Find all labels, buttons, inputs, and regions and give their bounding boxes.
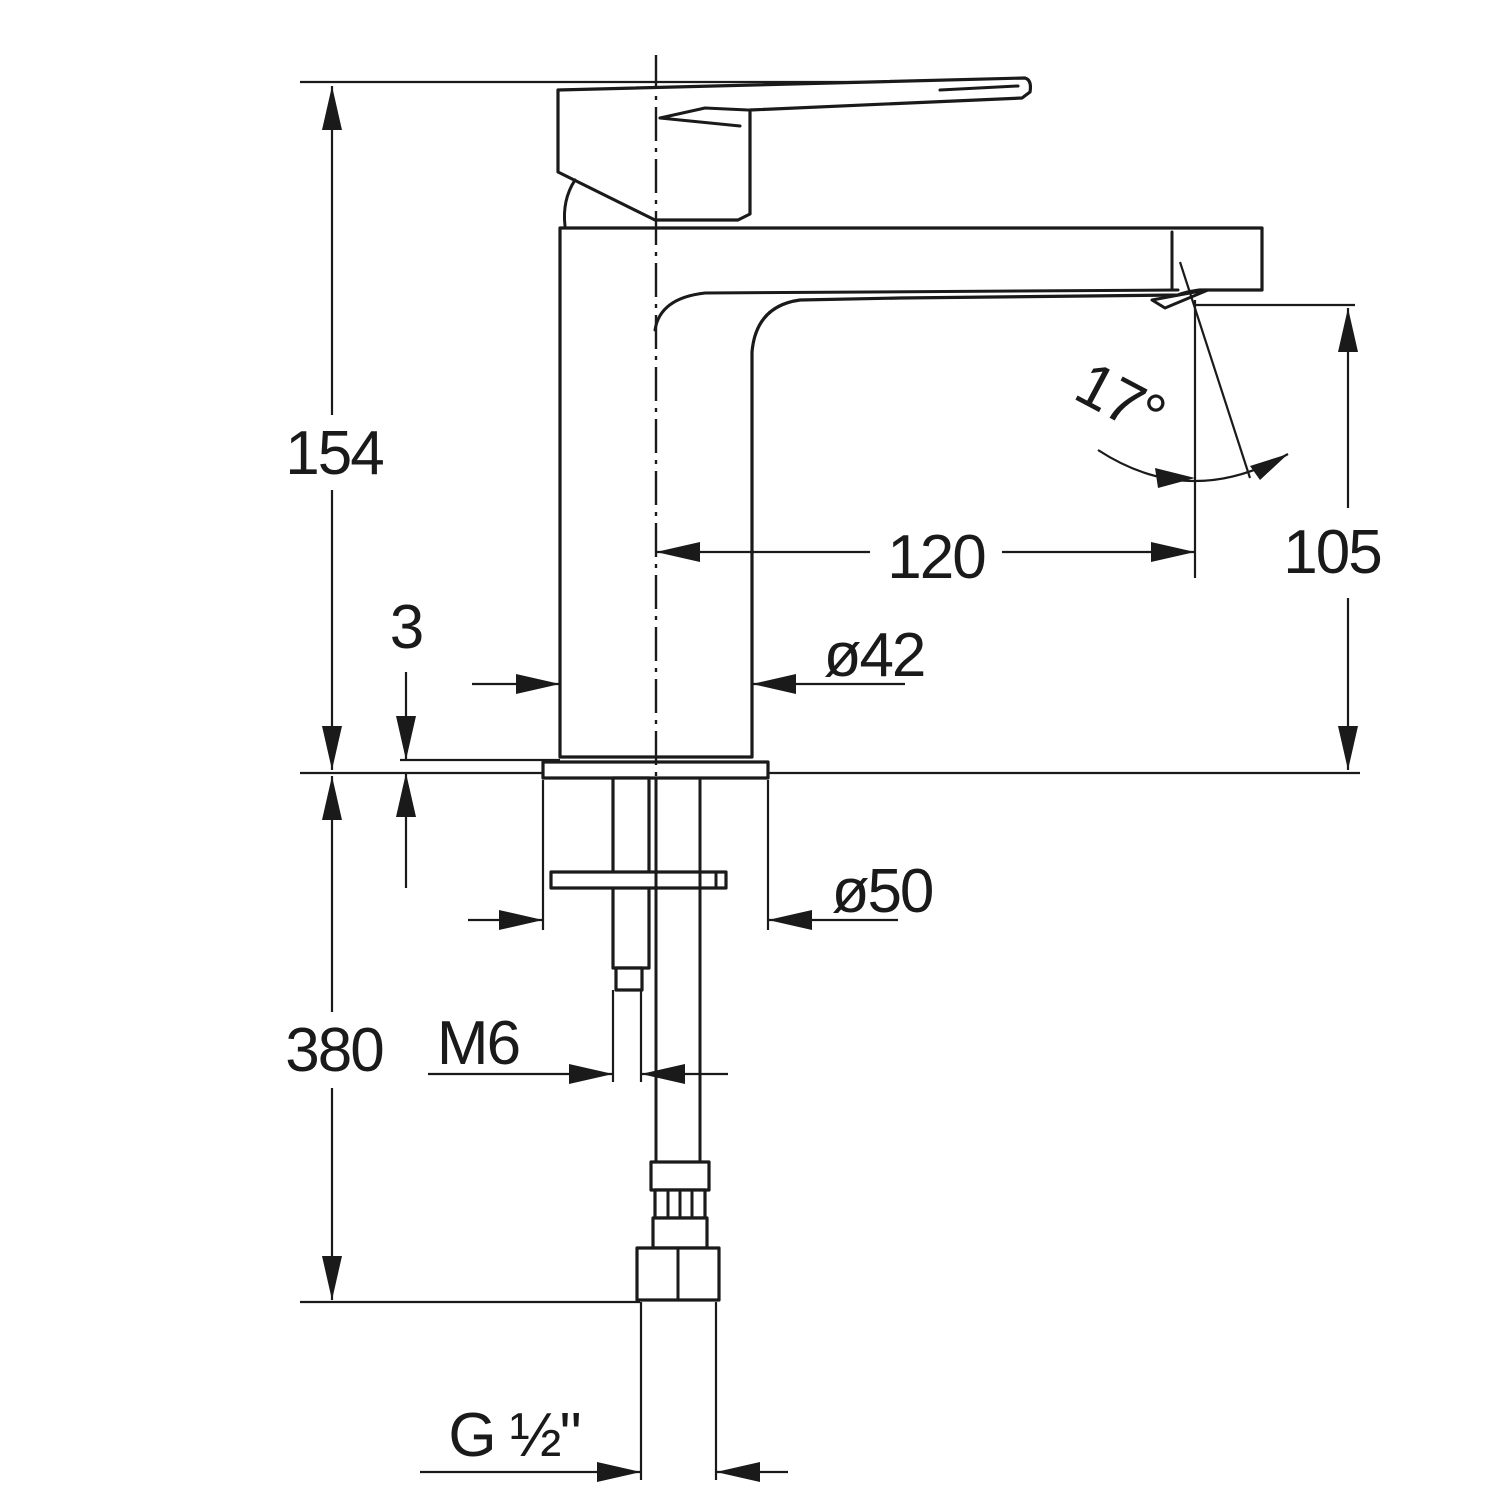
fixing-plate [549,870,728,890]
faucet-outline [541,76,1264,1302]
dim-spout-reach: 120 [887,523,985,592]
dim-base-diameter: ø50 [832,857,933,926]
dim-spout-height: 105 [1283,518,1380,587]
dim-total-height: 154 [285,419,383,488]
dimension-lines [322,86,1358,1482]
dim-hose-length: 380 [285,1016,383,1085]
hose-crimp [649,1160,711,1192]
dim-hose-thread: G ½" [448,1401,579,1470]
dimension-labels: 154 380 120 105 17° 3 ø42 ø50 M6 G ½" [282,349,1383,1470]
dim-stud-thread: M6 [437,1009,519,1078]
dim-base-thickness: 3 [390,593,422,662]
lever-handle [556,76,1033,222]
dim-body-diameter: ø42 [824,621,925,690]
dim-spout-angle: 17° [1065,349,1175,451]
